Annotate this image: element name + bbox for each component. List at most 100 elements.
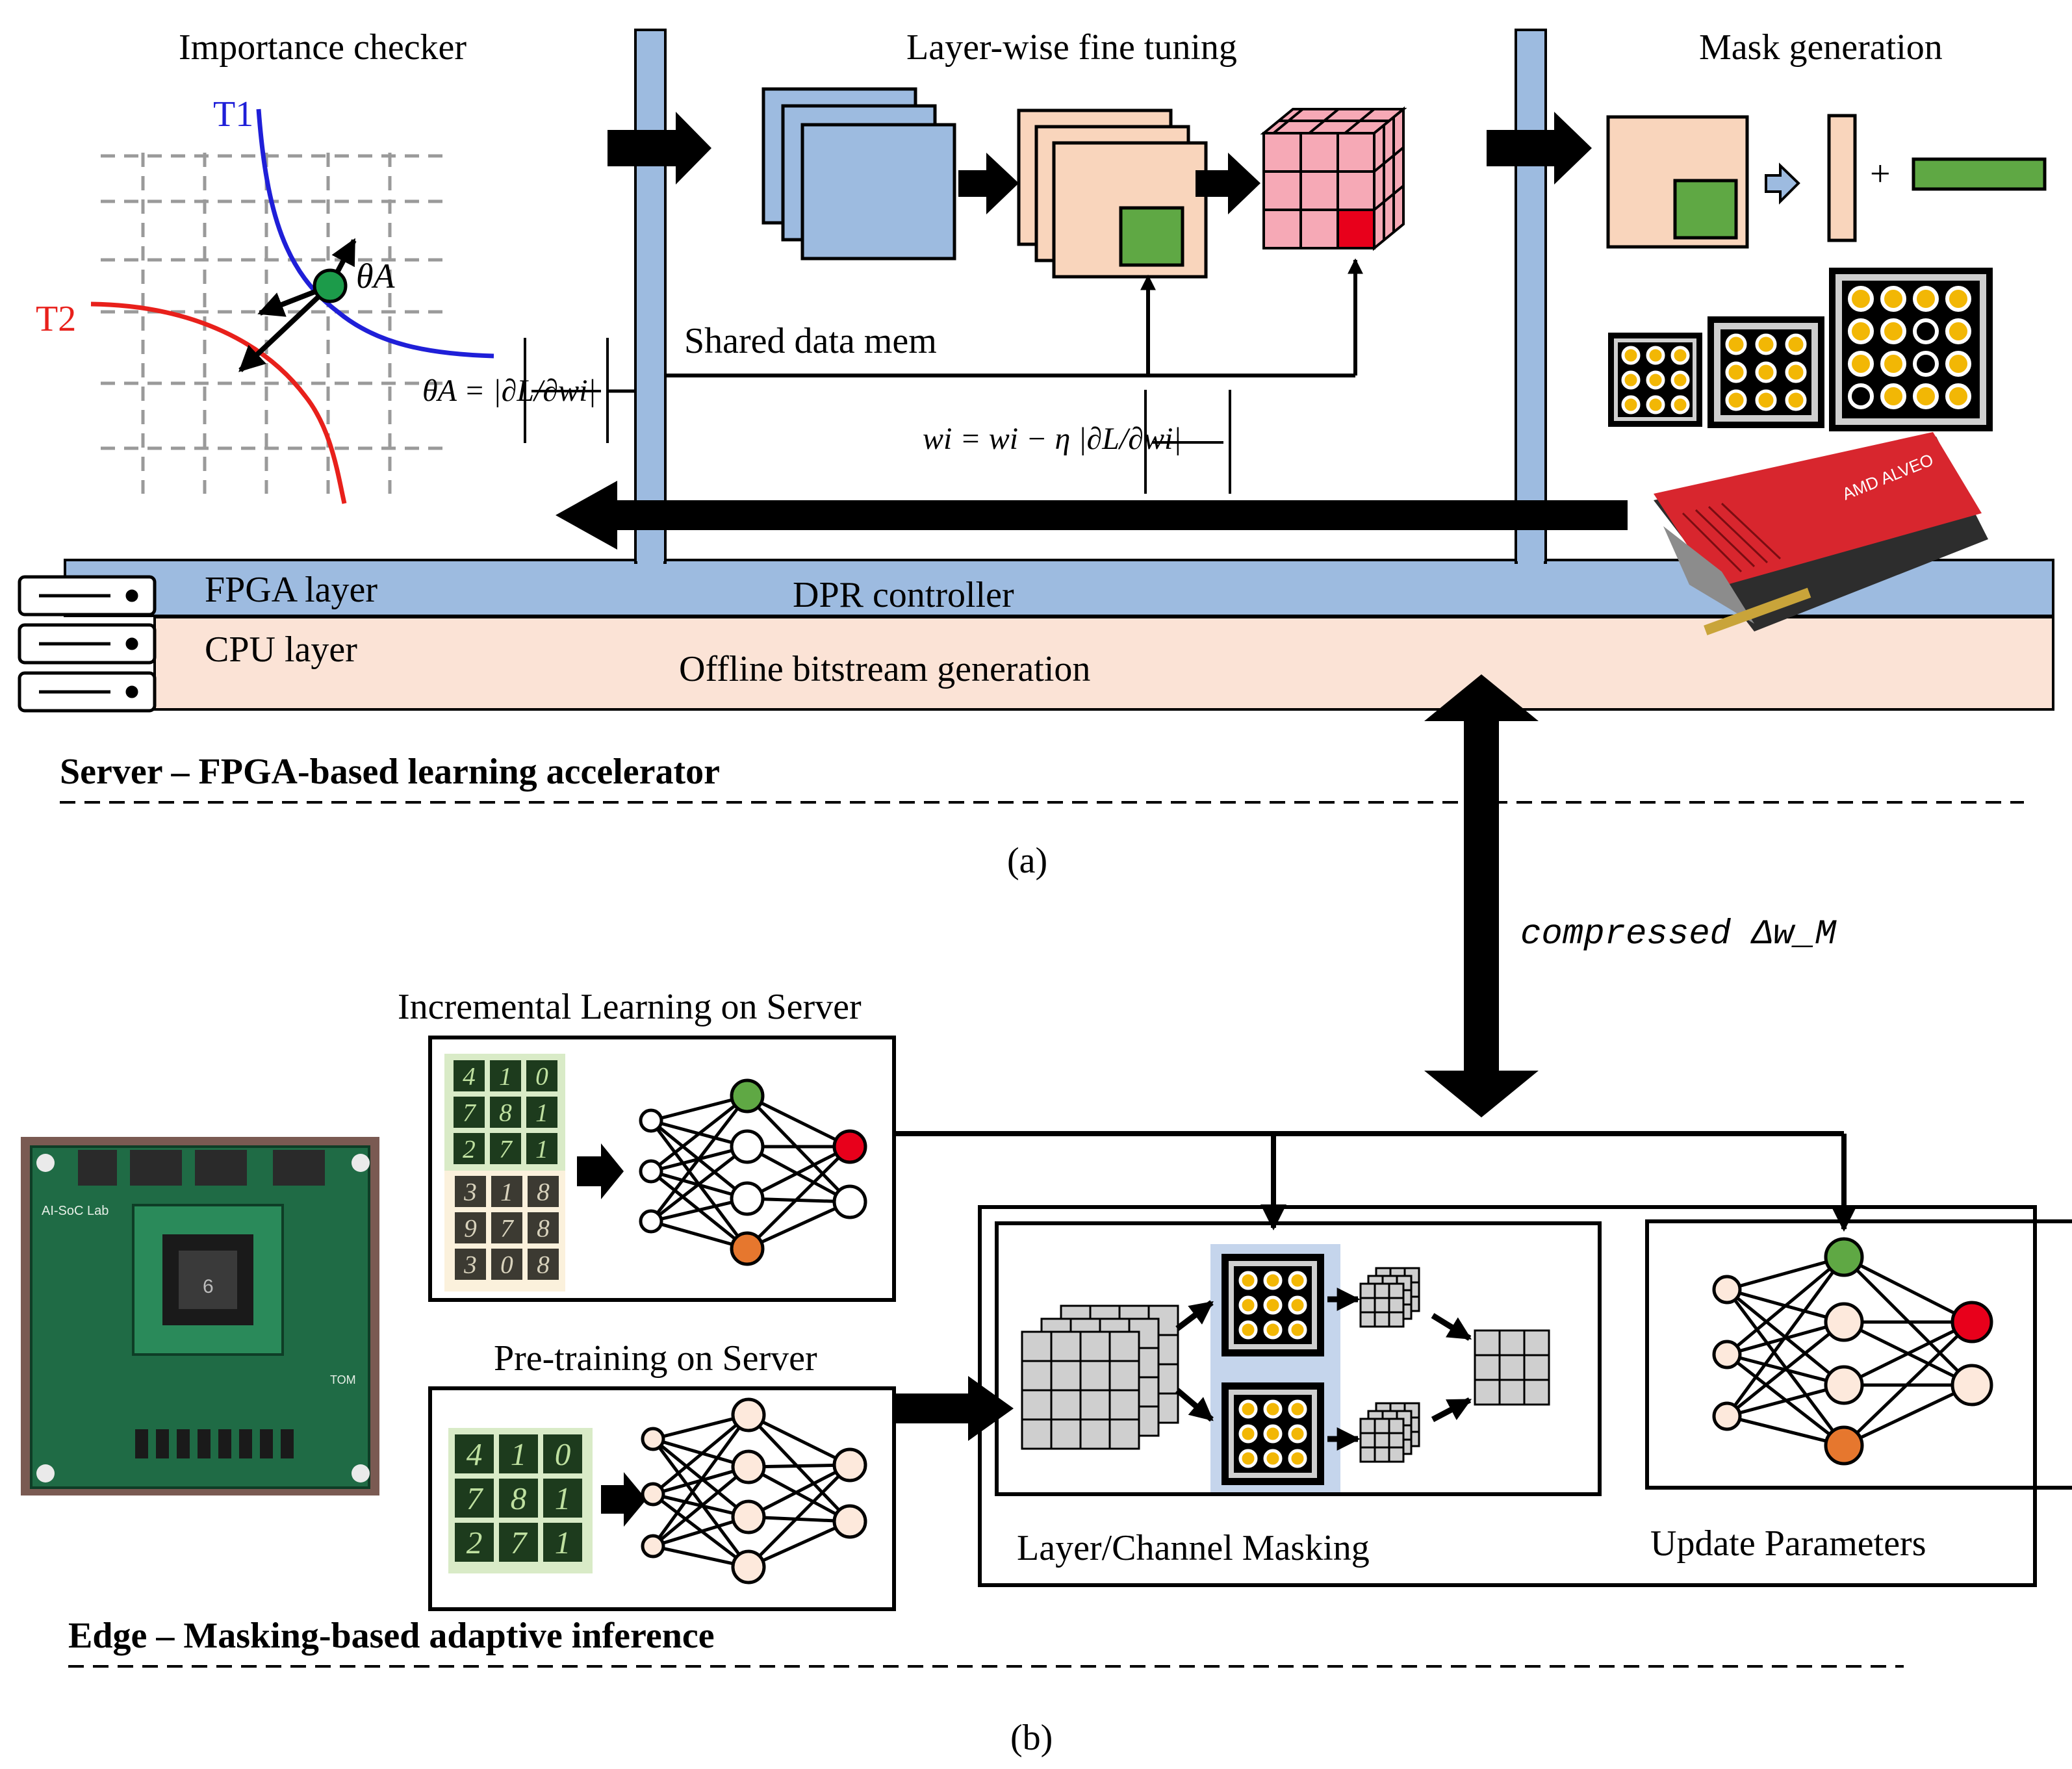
dpr-controller-label: DPR controller <box>793 575 1014 615</box>
inc-clean-tile <box>490 1097 521 1128</box>
tensor-cell <box>1021 1330 1053 1362</box>
upd-net-edge <box>1726 1414 1845 1447</box>
inc-net-edge <box>746 1145 851 1201</box>
t2-curve <box>90 301 347 504</box>
mini-grid-cell <box>1359 1297 1376 1314</box>
tensor-cell <box>1050 1389 1082 1421</box>
masking-box <box>995 1221 1602 1496</box>
cpu-layer-bar <box>153 616 2054 711</box>
output-grid-cell <box>1474 1329 1501 1356</box>
caption-a: (a) <box>1007 841 1048 881</box>
pre-clean-tile <box>455 1479 494 1518</box>
mask-matrix-large <box>1829 268 1993 431</box>
inc-noisy-digit: 3 <box>463 1177 477 1206</box>
mini-grid-cell <box>1374 1418 1390 1434</box>
update-equation <box>1144 390 1231 494</box>
upd-net-edge <box>1725 1256 1846 1418</box>
upd-net-node <box>1950 1301 1993 1343</box>
pre-net-edge <box>747 1413 851 1467</box>
inc-noisy-tile <box>528 1212 559 1243</box>
output-grid-cell <box>1523 1329 1550 1356</box>
pre-net-edge <box>651 1438 750 1568</box>
pre-net-edge <box>747 1465 851 1523</box>
inc-clean-tile <box>454 1097 485 1128</box>
update-params-label: Update Parameters <box>1650 1523 1926 1564</box>
inc-clean-digit: 8 <box>499 1098 512 1126</box>
offline-bitstream-label: Offline bitstream generation <box>679 649 1091 689</box>
tensor-cell <box>1079 1330 1111 1362</box>
inc-net-edge <box>650 1095 748 1173</box>
pre-net-edge <box>747 1414 851 1523</box>
inc-clean-tile <box>490 1133 521 1164</box>
pre-net-node <box>641 1427 665 1451</box>
theta-a-point-label: θA <box>356 257 395 296</box>
mini-grid-cell <box>1374 1432 1390 1449</box>
tensor-cell <box>1050 1360 1082 1392</box>
pre-net-edge <box>652 1414 750 1495</box>
upd-net-node <box>1824 1237 1864 1277</box>
inc-noisy-tile <box>455 1176 486 1207</box>
pre-net-node <box>832 1447 867 1483</box>
pre-net-edge <box>652 1466 750 1547</box>
upd-net-edge <box>1726 1321 1845 1418</box>
inc-net-node <box>639 1108 663 1133</box>
inc-noisy-digit: 0 <box>500 1250 513 1279</box>
importance-grid <box>101 153 448 494</box>
inc-net-node <box>730 1231 765 1266</box>
inc-noisy-digit: 8 <box>537 1250 550 1279</box>
inc-net-edge <box>746 1095 851 1203</box>
pre-net-edge <box>651 1414 750 1547</box>
tensor-cell <box>1021 1360 1053 1392</box>
mini-grid-cell <box>1359 1418 1376 1434</box>
upd-net-node <box>1950 1364 1993 1406</box>
pre-net-node <box>731 1397 766 1432</box>
pre-clean-tile <box>499 1479 538 1518</box>
mini-grid-cell <box>1388 1297 1405 1314</box>
edge-board-photo: 6 AI-SoC Lab TOM <box>21 1137 379 1495</box>
network-updated <box>1712 1237 1993 1466</box>
board-lab-label: AI-SoC Lab <box>42 1204 109 1218</box>
upd-net-edge <box>1726 1383 1845 1418</box>
shared-mem-label: Shared data mem <box>684 321 937 361</box>
pre-clean-digit: 1 <box>555 1525 571 1560</box>
tensor-cell <box>1050 1418 1082 1450</box>
inc-clean-tile <box>490 1060 521 1091</box>
update-equation-text: wi = wi − η |∂L/∂wi| <box>923 422 1182 456</box>
shared-mem-lines <box>665 258 1363 377</box>
inc-noisy-digit: 3 <box>463 1250 477 1279</box>
pre-clean-tile <box>455 1434 494 1473</box>
pre-net-edge <box>747 1520 851 1569</box>
output-grid-cell <box>1474 1379 1501 1406</box>
inc-clean-digit: 2 <box>463 1134 476 1163</box>
output-grid-cell <box>1523 1379 1550 1406</box>
pink-cube <box>1260 106 1407 251</box>
tensor-cell <box>1079 1418 1111 1450</box>
inc-noisy-digit: 9 <box>464 1214 477 1242</box>
mini-grid-cell <box>1374 1311 1390 1328</box>
blue-feature-stack <box>761 87 956 261</box>
inc-clean-digit: 1 <box>535 1134 548 1163</box>
inc-net-edge <box>650 1145 748 1223</box>
upd-net-edge <box>1843 1320 1973 1387</box>
mini-grid-cell <box>1374 1446 1390 1463</box>
t1-label: T1 <box>213 94 254 134</box>
board-tom-label: TOM <box>330 1373 356 1386</box>
inc-net-node <box>730 1078 765 1114</box>
inc-noisy-tile <box>491 1176 522 1207</box>
inc-noisy-digit: 8 <box>537 1177 550 1206</box>
t2-label: T2 <box>36 299 77 339</box>
mini-grid-cell <box>1359 1311 1376 1328</box>
compressed-label: compressed Δw_M <box>1520 915 1837 954</box>
bus-column-right <box>1515 29 1547 564</box>
pre-net-node <box>641 1534 665 1559</box>
inc-net-edge <box>746 1200 851 1251</box>
plus-sign: + <box>1870 154 1891 194</box>
upd-net-edge <box>1726 1255 1845 1292</box>
inc-net-node <box>730 1129 765 1164</box>
upd-net-node <box>1824 1302 1864 1342</box>
inc-clean-tile <box>526 1097 557 1128</box>
pre-clean-tile <box>543 1523 582 1562</box>
distribution-lines <box>871 1131 1857 1232</box>
arrow-into-mask <box>1487 112 1592 185</box>
